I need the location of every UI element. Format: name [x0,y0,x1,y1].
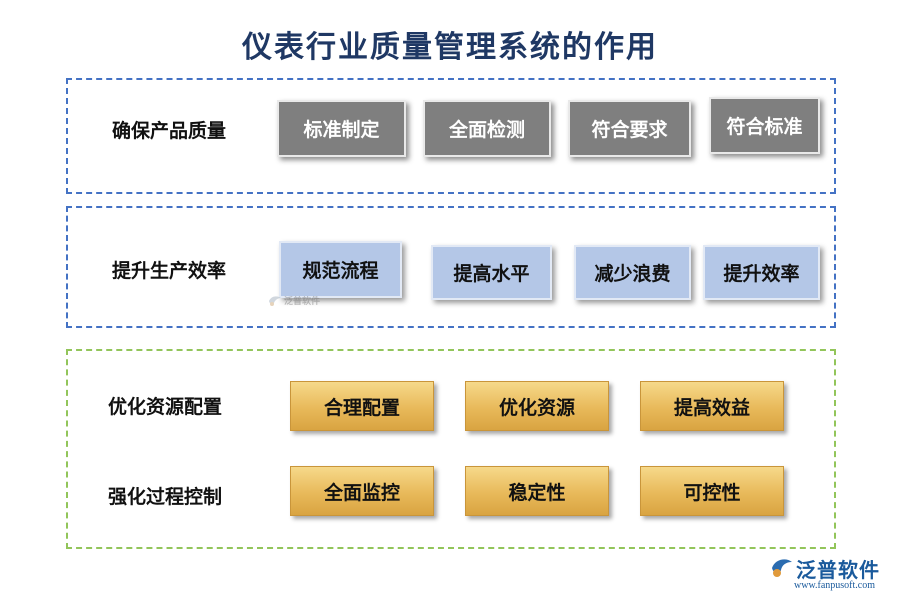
panel-production-efficiency [66,206,836,328]
box-reduce-waste: 减少浪费 [574,245,691,300]
box-meet-requirements: 符合要求 [568,100,691,157]
box-full-inspection: 全面检测 [423,100,551,157]
fanpu-logo: 泛普软件 www.fanpusoft.com [768,552,892,596]
box-improve-efficiency: 提升效率 [703,245,820,300]
row-label-production-efficiency: 提升生产效率 [112,260,227,282]
row-label-product-quality: 确保产品质量 [112,120,227,142]
box-standard-setting: 标准制定 [277,100,406,157]
box-standardize-process: 规范流程 [279,241,402,298]
logo-name: 泛普软件 [796,558,880,582]
page-title: 仪表行业质量管理系统的作用 [242,30,658,65]
row-label-process-control: 强化过程控制 [108,486,223,508]
box-reasonable-allocation: 合理配置 [290,381,434,431]
panel-product-quality [66,78,836,194]
box-improve-benefits: 提高效益 [640,381,784,431]
watermark: 泛普软件 [268,294,320,307]
panel-resource-and-control [66,349,836,549]
row-label-resource-allocation: 优化资源配置 [108,396,223,418]
box-optimize-resources: 优化资源 [465,381,609,431]
box-controllability: 可控性 [640,466,784,516]
logo-url: www.fanpusoft.com [794,580,876,591]
box-stability: 稳定性 [465,466,609,516]
fanpu-logo-icon [772,559,792,577]
fanpu-watermark-icon [269,295,281,306]
watermark-text: 泛普软件 [284,297,321,307]
box-meet-standards: 符合标准 [709,97,820,154]
box-raise-level: 提高水平 [431,245,552,300]
box-full-monitoring: 全面监控 [290,466,434,516]
